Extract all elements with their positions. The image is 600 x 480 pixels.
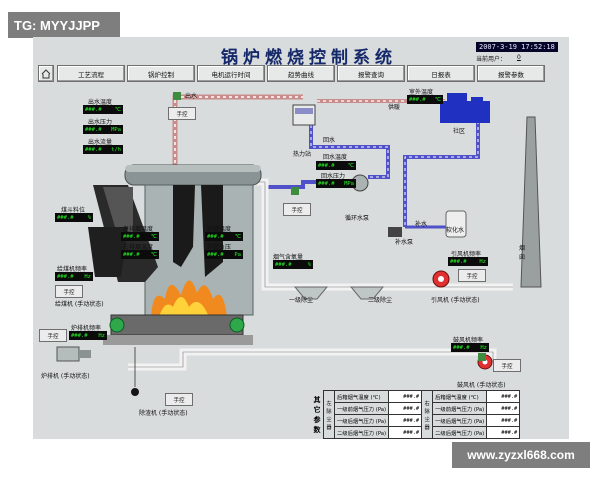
current-user-label: 当前用户： <box>476 56 507 63</box>
blower-freq-readout: ###.#Hz <box>451 343 489 352</box>
circ-pump-label: 循环水泵 <box>345 215 370 222</box>
makeup-water-label: 补水 <box>415 221 428 228</box>
page-title: 锅炉燃烧控制系统 <box>221 48 397 68</box>
param-right-label: 一级前烟气压力 (Pa) <box>432 402 488 415</box>
coal-level-label: 煤斗料位 <box>61 207 86 214</box>
right-group-label: 右除尘器 <box>421 390 434 439</box>
watermark-bottom: www.zyzxl668.com <box>452 442 590 468</box>
furnace-pressure-readout: ###.#Pa <box>205 250 243 259</box>
grate-freq-label: 炉排机频率 <box>71 325 102 332</box>
supply-label: 供暖 <box>388 104 401 111</box>
nav-motor-runtime[interactable]: 电机运行时间 <box>197 65 265 82</box>
home-button[interactable] <box>38 65 54 82</box>
grate-manual-button[interactable]: 手控 <box>39 329 67 342</box>
param-right-value: ###.# <box>486 390 521 403</box>
outdoor-temp-label: 室外温度 <box>409 89 434 96</box>
param-left-label: 后箱烟气温度 (℃) <box>333 390 390 403</box>
coal-level-readout: ###.#% <box>55 213 93 222</box>
param-right-label: 后箱烟气温度 (℃) <box>432 390 488 403</box>
right-exhaust-label: 右排烟温度 <box>123 244 154 251</box>
induced-manual-button[interactable]: 手控 <box>458 269 486 282</box>
chimney-label: 烟囱 <box>519 245 526 261</box>
flue-oxygen-readout: ###.#% <box>273 260 313 269</box>
blower-manual-button[interactable]: 手控 <box>493 359 521 372</box>
return-manual-button[interactable]: 手控 <box>283 203 311 216</box>
induced-freq-label: 引风机频率 <box>451 251 482 258</box>
process-diagram <box>56 92 542 396</box>
outlet-pressure-label: 出水压力 <box>88 119 113 126</box>
current-user-value: 0 <box>517 54 521 61</box>
left-exhaust-readout: ###.#℃ <box>121 232 159 241</box>
coal-feeder-label: 给煤机 (手动状态) <box>55 301 104 308</box>
outlet-water-label: 出水 <box>185 93 198 100</box>
watermark-top: TG: MYYJJPP <box>8 12 120 38</box>
grate-machine-label: 炉排机 (手动状态) <box>41 373 90 380</box>
other-params-panel: 其它参数 左除尘器 后箱烟气温度 (℃) ###.# 右除尘器 后箱烟气温度 (… <box>311 390 521 439</box>
return-temp-readout: ###.#℃ <box>316 161 356 170</box>
param-right-value: ###.# <box>486 414 521 427</box>
param-left-label: 一级后烟气压力 (Pa) <box>333 414 390 427</box>
outlet-manual-button[interactable]: 手控 <box>168 107 196 120</box>
datetime-display: 2007-3-19 17:52:18 <box>476 42 558 52</box>
makeup-pump-label: 补水泵 <box>395 239 414 246</box>
scada-screen: 锅炉燃烧控制系统 2007-3-19 17:52:18 当前用户： 0 工艺流程… <box>33 37 569 439</box>
induced-freq-readout: ###.#Hz <box>448 257 488 266</box>
param-left-value: ###.# <box>388 414 423 427</box>
secondary-dust-label: 二级除尘 <box>368 297 393 304</box>
coal-manual-button[interactable]: 手控 <box>55 285 83 298</box>
left-exhaust-label: 左排烟温度 <box>123 226 154 233</box>
nav-alarm-query[interactable]: 报警查询 <box>337 65 405 82</box>
outlet-pressure-readout: ###.#MPa <box>83 125 123 134</box>
grate-freq-readout: ###.#Hz <box>69 331 107 340</box>
coal-freq-label: 给煤机频率 <box>57 266 88 273</box>
flue-oxygen-label: 烟气含氧量 <box>273 254 304 261</box>
slag-machine-label: 除渣机 (手动状态) <box>139 410 188 417</box>
return-pressure-label: 回水压力 <box>321 173 346 180</box>
nav-boiler-control[interactable]: 锅炉控制 <box>127 65 195 82</box>
param-right-value: ###.# <box>486 426 521 439</box>
param-right-value: ###.# <box>486 402 521 415</box>
furnace-pressure-label: 炉膛负压 <box>207 244 232 251</box>
param-left-value: ###.# <box>388 402 423 415</box>
heat-station-label: 热力站 <box>293 151 312 158</box>
softened-water-label: 软化水 <box>446 227 465 234</box>
blower-freq-label: 鼓风机频率 <box>453 337 484 344</box>
nav-process-flow[interactable]: 工艺流程 <box>57 65 125 82</box>
blower-fan-label: 鼓风机 (手动状态) <box>457 382 506 389</box>
community-label: 社区 <box>453 128 466 135</box>
param-right-label: 一级后烟气压力 (Pa) <box>432 414 488 427</box>
return-pressure-readout: ###.#MPa <box>316 179 356 188</box>
outlet-flow-readout: ###.#t/h <box>83 145 123 154</box>
home-icon <box>41 68 51 78</box>
nav-daily-report[interactable]: 日报表 <box>407 65 475 82</box>
primary-dust-label: 一级除尘 <box>289 297 314 304</box>
nav-alarm-params[interactable]: 报警参数 <box>477 65 545 82</box>
other-params-title: 其它参数 <box>313 395 321 434</box>
induced-fan-label: 引风机 (手动状态) <box>431 297 480 304</box>
param-left-value: ###.# <box>388 426 423 439</box>
param-left-label: 二级后烟气压力 (Pa) <box>333 426 390 439</box>
outlet-temp-label: 出水温度 <box>88 99 113 106</box>
return-water-label: 回水 <box>323 137 336 144</box>
param-left-label: 一级前烟气压力 (Pa) <box>333 402 390 415</box>
left-group-label: 左除尘器 <box>323 390 335 439</box>
nav-trend-curves[interactable]: 趋势曲线 <box>267 65 335 82</box>
furnace-temp-label: 炉膛温度 <box>207 226 232 233</box>
param-left-value: ###.# <box>388 390 423 403</box>
right-exhaust-readout: ###.#℃ <box>121 250 159 259</box>
outlet-flow-label: 出水流量 <box>88 139 113 146</box>
furnace-temp-readout: ###.#℃ <box>205 232 243 241</box>
outlet-temp-readout: ###.#℃ <box>83 105 123 114</box>
param-right-label: 二级后烟气压力 (Pa) <box>432 426 488 439</box>
outdoor-temp-readout: ###.#℃ <box>407 95 443 104</box>
slag-manual-button[interactable]: 手控 <box>165 393 193 406</box>
return-temp-label: 回水温度 <box>323 154 348 161</box>
coal-freq-readout: ###.#Hz <box>55 272 93 281</box>
